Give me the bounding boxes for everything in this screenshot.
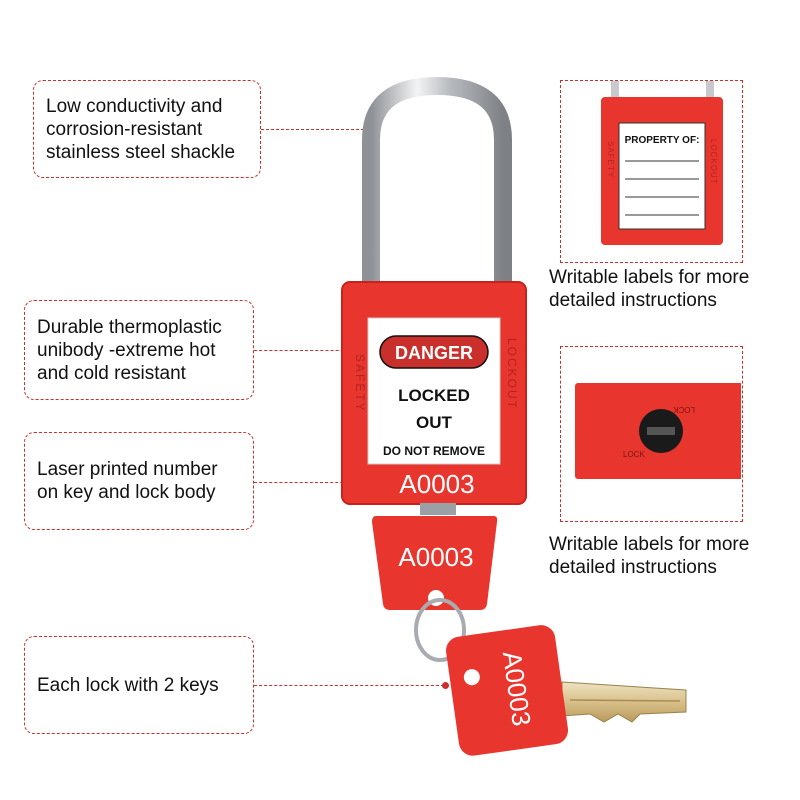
key-2: A0003 xyxy=(446,625,569,756)
key-1-serial: A0003 xyxy=(398,542,473,572)
callout-body-text: Durable thermoplastic unibody -extreme h… xyxy=(37,316,222,384)
leader-dot-keys xyxy=(442,682,449,689)
keyhole-detail-panel: LOCK LOCK xyxy=(560,346,743,522)
keyhole-illustration: LOCK LOCK xyxy=(575,383,741,479)
leader-keys xyxy=(254,685,444,686)
side-safety-text: SAFETY xyxy=(353,354,367,413)
panel-lockout-text: LOCKOUT xyxy=(709,139,718,185)
callout-shackle-text: Low conductivity and corrosion-resistant… xyxy=(46,95,236,163)
property-of-text: PROPERTY OF: xyxy=(625,135,700,146)
out-text: OUT xyxy=(416,413,453,432)
leader-number xyxy=(254,482,389,483)
leader-dot-shackle xyxy=(370,126,377,133)
back-label-illustration: PROPERTY OF: SAFETY LOCKOUT xyxy=(601,81,723,245)
caption-label-panel: Writable labels for more detailed instru… xyxy=(549,267,750,311)
leader-dot-number xyxy=(386,479,393,486)
lock-body: DANGER LOCKED OUT DO NOT REMOVE A0003 SA… xyxy=(341,281,527,505)
key-1: A0003 xyxy=(372,516,498,610)
leader-dot-body xyxy=(350,347,357,354)
callout-shackle: Low conductivity and corrosion-resistant… xyxy=(33,80,261,178)
lock-serial: A0003 xyxy=(399,469,474,499)
callout-keys-text: Each lock with 2 keys xyxy=(37,674,219,696)
side-lockout-text: LOCKOUT xyxy=(505,338,519,410)
callout-body: Durable thermoplastic unibody -extreme h… xyxy=(24,300,254,400)
leader-body xyxy=(254,350,354,351)
key-2-blade xyxy=(561,681,687,723)
key-2-serial: A0003 xyxy=(497,649,537,728)
keyhole-lock-left: LOCK xyxy=(623,450,645,459)
leader-shackle xyxy=(261,129,374,130)
shackle xyxy=(362,76,512,290)
keyhole-lock-right: LOCK xyxy=(673,405,695,414)
panel-safety-text: SAFETY xyxy=(606,141,615,178)
callout-keys: Each lock with 2 keys xyxy=(24,636,254,734)
do-not-remove-text: DO NOT REMOVE xyxy=(383,444,485,458)
key-ring xyxy=(414,598,466,662)
callout-number: Laser printed number on key and lock bod… xyxy=(24,432,254,530)
callout-number-text: Laser printed number on key and lock bod… xyxy=(37,459,218,503)
caption-keyhole-panel: Writable labels for more detailed instru… xyxy=(549,534,750,578)
locked-text: LOCKED xyxy=(398,386,470,405)
danger-text: DANGER xyxy=(395,343,473,363)
label-detail-panel: PROPERTY OF: SAFETY LOCKOUT xyxy=(560,80,743,263)
